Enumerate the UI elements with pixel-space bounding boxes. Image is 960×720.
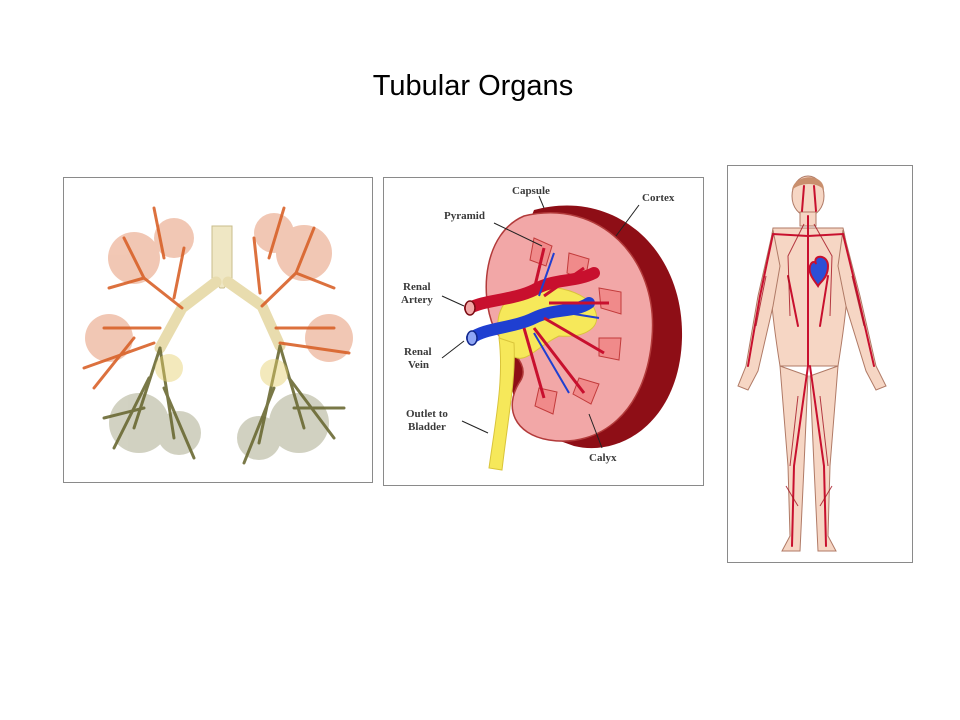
kidney-diagram: Capsule Cortex Pyramid Renal Artery Rena… bbox=[401, 185, 683, 471]
kidney-label-outlet-line2: Bladder bbox=[408, 421, 446, 433]
kidney-label-renal-artery-line2: Artery bbox=[401, 294, 433, 306]
kidney-label-capsule: Capsule bbox=[512, 185, 550, 197]
bronchial-tree-illustration bbox=[82, 206, 353, 465]
kidney-label-calyx: Calyx bbox=[589, 452, 617, 464]
slide-title: Tubular Organs bbox=[372, 70, 574, 102]
bronchial-tree-image bbox=[63, 177, 373, 483]
kidney-label-renal-vein-line2: Vein bbox=[408, 359, 429, 371]
kidney-label-outlet-line1: Outlet to bbox=[406, 408, 448, 420]
human-circulatory-illustration bbox=[737, 175, 887, 552]
kidney-label-pyramid: Pyramid bbox=[444, 210, 485, 222]
circulatory-system-image bbox=[727, 165, 913, 563]
kidney-label-renal-vein-line1: Renal bbox=[404, 346, 432, 358]
kidney-label-renal-artery-line1: Renal bbox=[403, 281, 431, 293]
kidney-cross-section-image: Capsule Cortex Pyramid Renal Artery Rena… bbox=[383, 177, 704, 486]
kidney-label-cortex: Cortex bbox=[642, 192, 675, 204]
